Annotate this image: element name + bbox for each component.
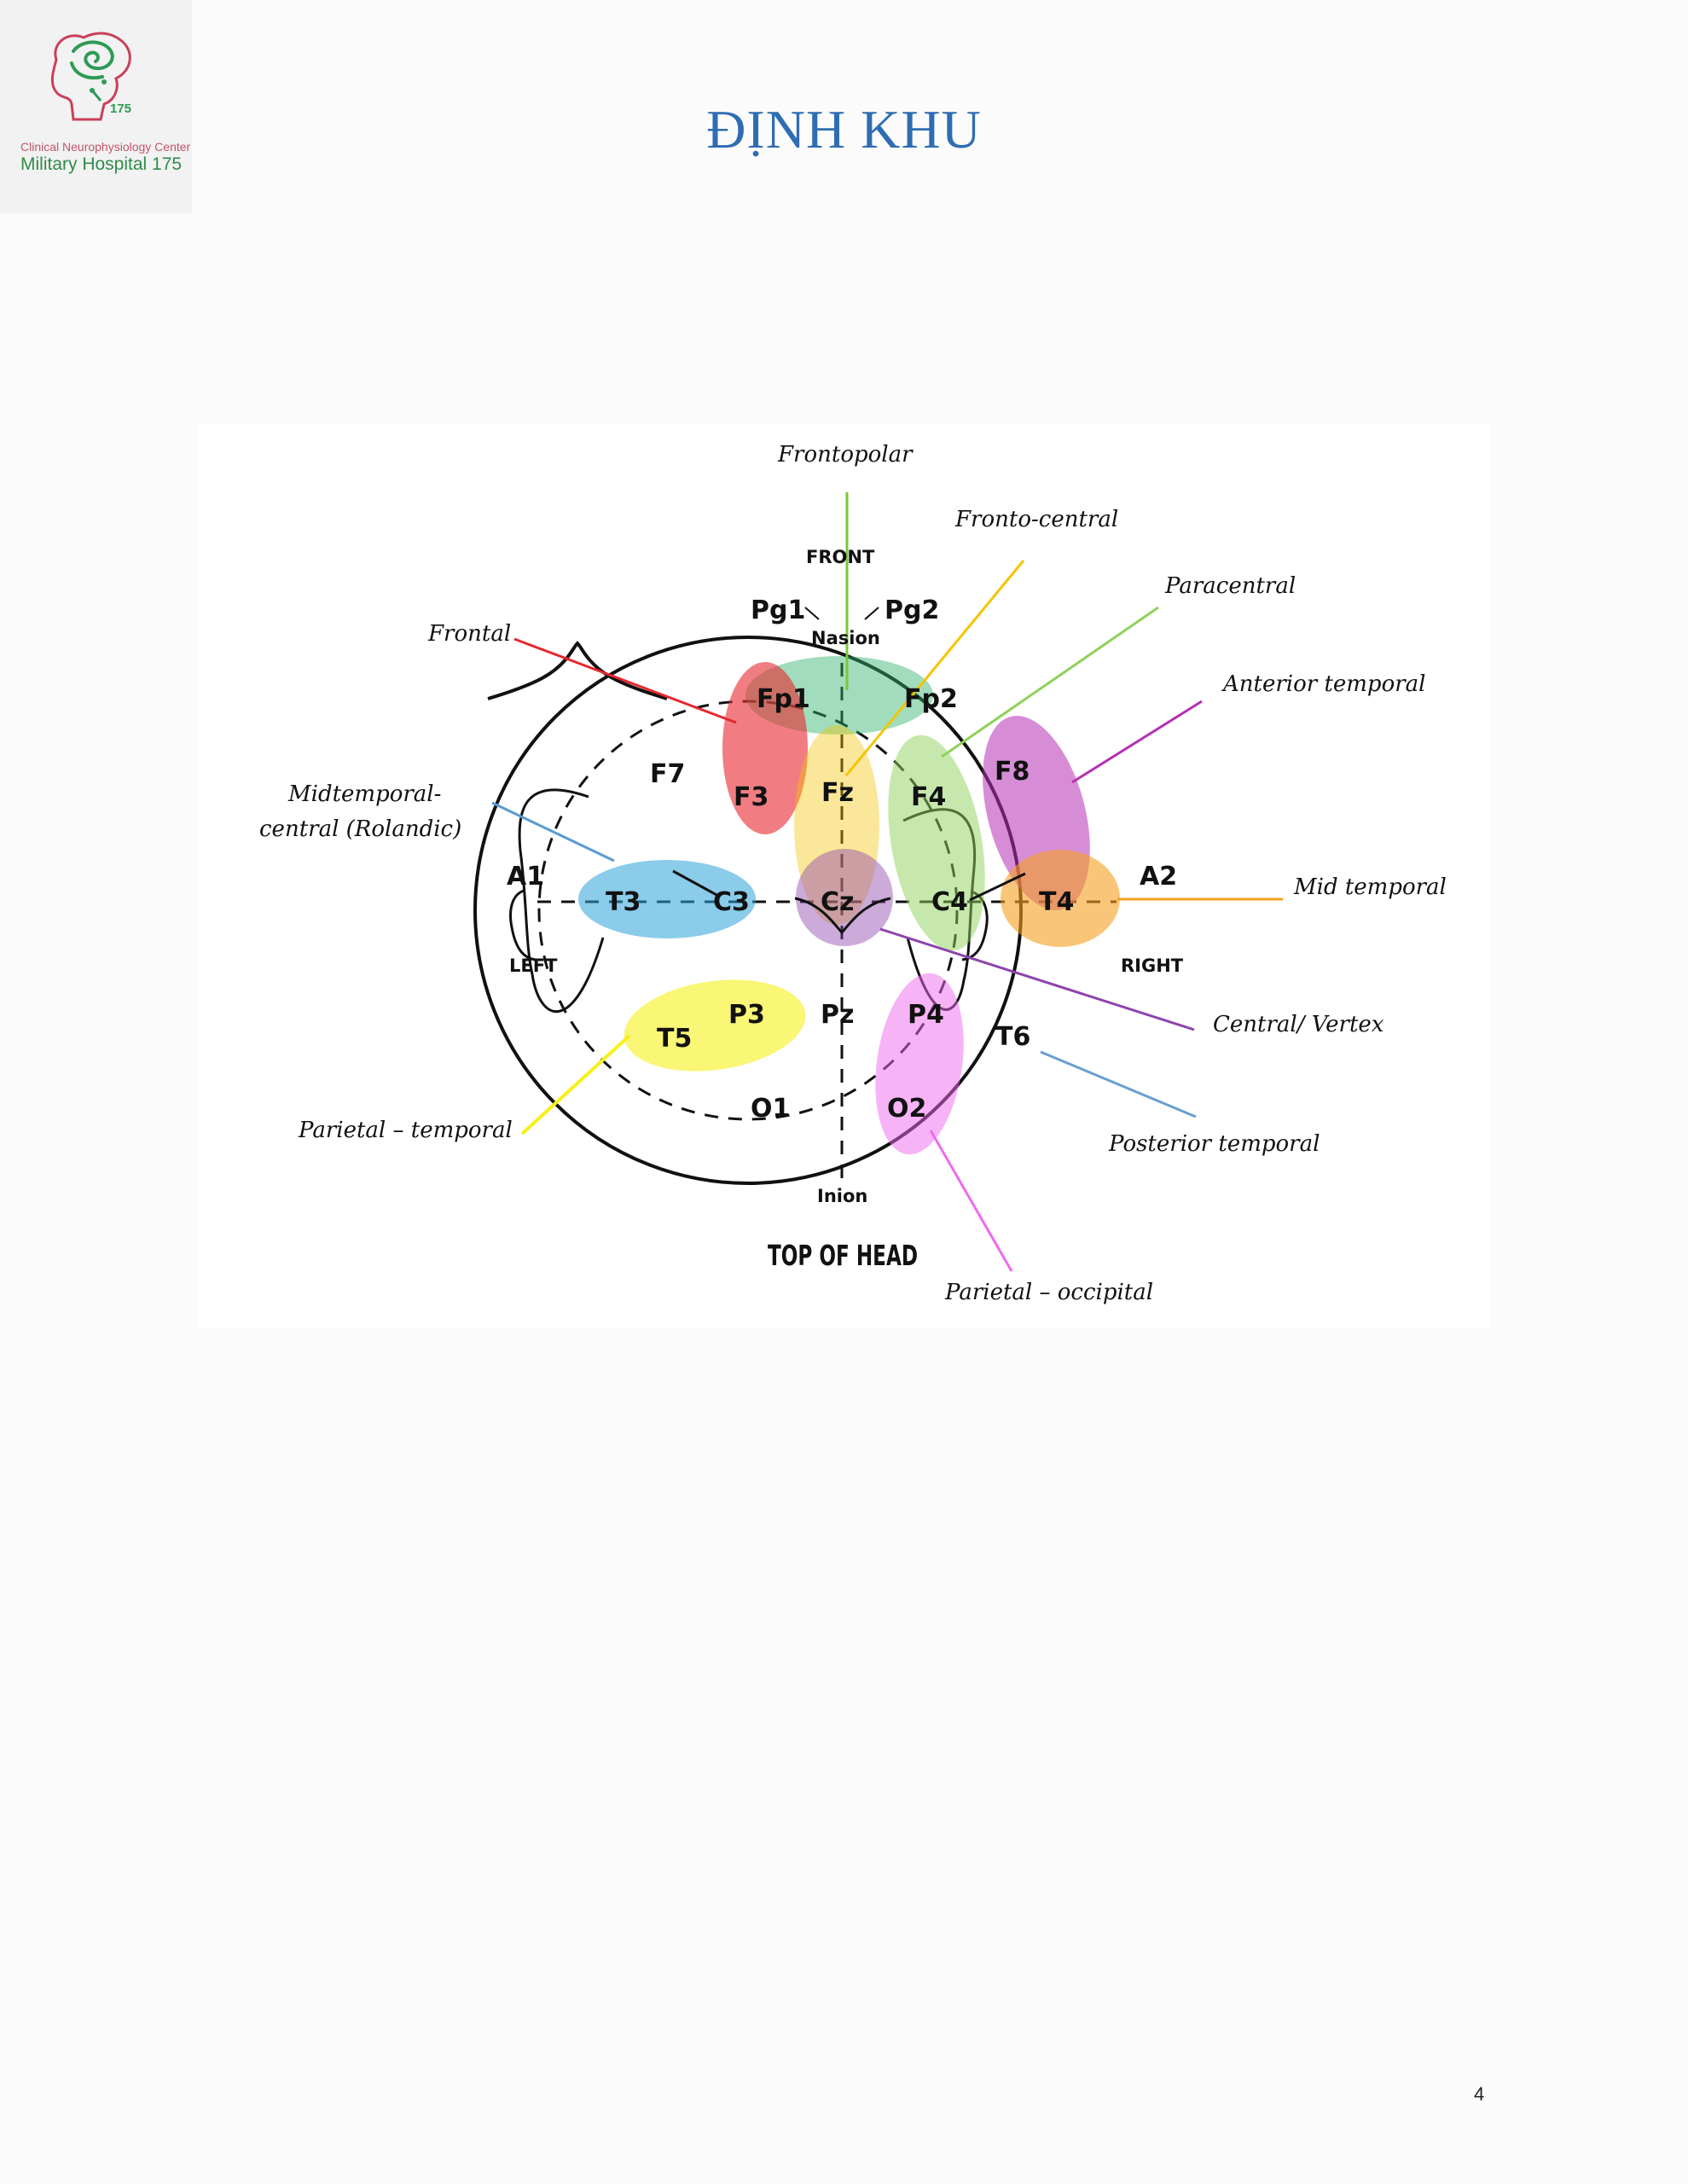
electrode-f8: F8 (995, 757, 1030, 787)
label-anterior-temporal: Anterior temporal (1221, 671, 1425, 697)
label-frontopolar: Frontopolar (777, 442, 914, 468)
electrode-fp2: Fp2 (904, 684, 958, 714)
electrode-o1: O1 (751, 1094, 790, 1124)
marker-right: RIGHT (1121, 956, 1184, 976)
frontal-region (722, 662, 808, 834)
electrode-f4: F4 (911, 782, 946, 812)
electrode-p4: P4 (908, 1000, 944, 1030)
fronto-central-region (794, 725, 879, 925)
region-labels: Frontopolar Fronto-central Paracentral F… (259, 442, 1447, 1305)
parietal-temporal-leader (520, 1034, 631, 1136)
label-posterior-temporal: Posterior temporal (1108, 1131, 1320, 1157)
marker-inion: Inion (817, 1186, 867, 1206)
label-frontal: Frontal (427, 621, 511, 647)
label-fronto-central: Fronto-central (954, 507, 1118, 532)
label-midtemporal-central-2: central (Rolandic) (259, 816, 461, 842)
electrode-c3: C3 (713, 887, 750, 917)
page-title: ĐỊNH KHU (706, 99, 982, 160)
electrode-labels: Pg1 Pg2 Fp1 Fp2 F7 F3 Fz F4 F8 A1 A2 T3 … (507, 595, 1177, 1124)
label-mid-temporal: Mid temporal (1293, 874, 1447, 900)
rolandic-leader (491, 801, 615, 863)
vertex-region (796, 849, 893, 946)
nose-outline (487, 641, 668, 700)
label-paracentral: Paracentral (1164, 573, 1296, 599)
eeg-electrode-diagram: Frontopolar Fronto-central Paracentral F… (259, 442, 1447, 1305)
marker-labels: FRONT Nasion Inion LEFT RIGHT TOP OF HEA… (509, 547, 1184, 1272)
left-ear (518, 788, 605, 1014)
rolandic-region (578, 860, 756, 938)
electrode-t5: T5 (657, 1024, 692, 1054)
mid-temporal-region (1001, 850, 1120, 947)
electrode-cz: Cz (821, 887, 854, 917)
eeg-localization-figure: Frontopolar Fronto-central Paracentral F… (198, 424, 1490, 1328)
label-parietal-occipital: Parietal – occipital (944, 1280, 1153, 1305)
fronto-central-leader (844, 560, 1025, 776)
label-parietal-temporal: Parietal – temporal (298, 1118, 513, 1143)
hospital-logo: 175 Clinical Neurophysiology Center Mili… (0, 0, 192, 213)
electrode-a1: A1 (507, 862, 544, 892)
brain-head-logo-icon: 175 (50, 32, 131, 121)
frontal-leader (513, 637, 737, 724)
electrode-f7: F7 (650, 759, 685, 789)
parietal-occipital-leader (929, 1130, 1013, 1272)
page-number: 4 (1474, 2083, 1485, 2105)
electrode-o2: O2 (887, 1094, 926, 1124)
electrode-a2: A2 (1140, 862, 1177, 892)
logo-hospital-name: Military Hospital 175 (20, 154, 183, 174)
marker-front: FRONT (806, 547, 875, 567)
electrode-pz: Pz (821, 1000, 854, 1030)
electrode-pg2: Pg2 (885, 595, 939, 625)
marker-left: LEFT (509, 956, 558, 976)
region-overlays (578, 656, 1120, 1155)
electrode-pg1: Pg1 (751, 595, 805, 625)
electrode-f3: F3 (734, 782, 769, 812)
paracentral-leader (941, 606, 1159, 758)
electrode-t3: T3 (606, 887, 641, 917)
marker-top-of-head: TOP OF HEAD (768, 1239, 918, 1272)
electrode-t4: T4 (1039, 887, 1074, 917)
parietal-temporal-region (624, 979, 806, 1072)
electrode-p3: P3 (728, 1000, 765, 1030)
electrode-t6: T6 (995, 1022, 1030, 1052)
marker-nasion: Nasion (811, 628, 880, 648)
parietal-occipital-region (875, 973, 964, 1155)
posterior-temporal-leader (1040, 1050, 1197, 1118)
electrode-fp1: Fp1 (757, 684, 810, 714)
label-midtemporal-central-1: Midtemporal- (287, 781, 441, 807)
electrode-c4: C4 (931, 887, 968, 917)
electrode-fz: Fz (821, 778, 854, 808)
paracentral-region (888, 735, 985, 951)
logo-center-name: Clinical Neurophysiology Center (20, 140, 191, 154)
leader-lines (491, 492, 1283, 1272)
logo-badge-number: 175 (110, 102, 131, 116)
left-ear-lobe (509, 889, 537, 961)
central-vertex-leader (879, 927, 1195, 1031)
anterior-temporal-leader (1071, 700, 1203, 784)
label-central-vertex: Central/ Vertex (1213, 1012, 1384, 1037)
